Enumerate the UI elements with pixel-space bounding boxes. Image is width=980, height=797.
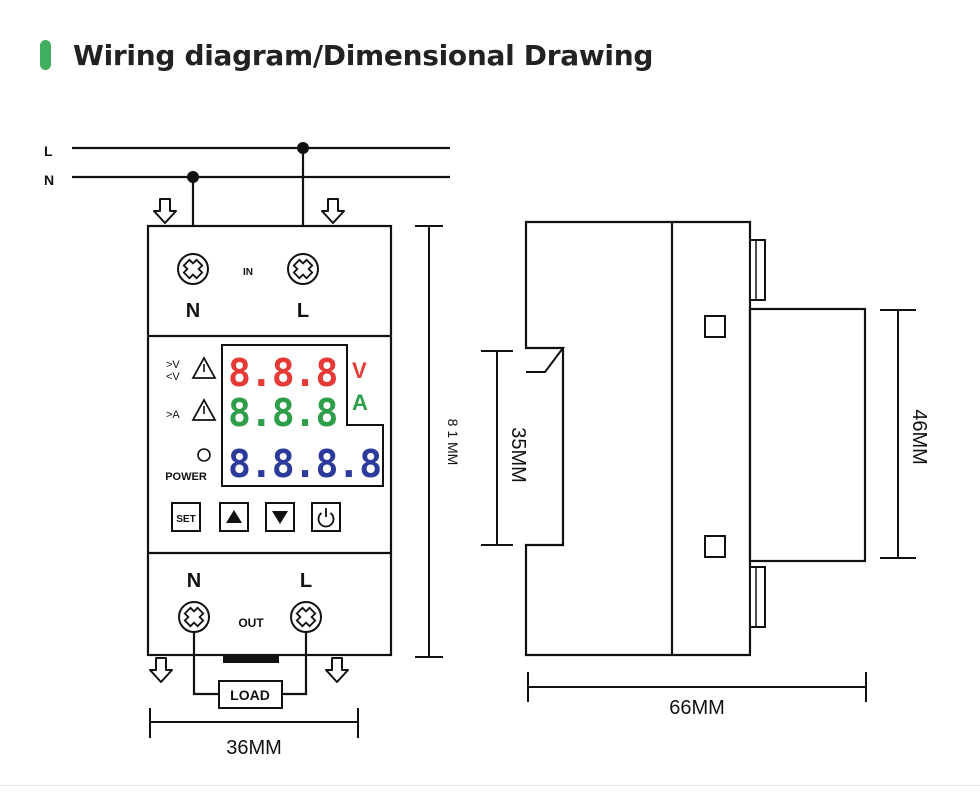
- rail-hook: [526, 347, 565, 373]
- over-current-label: >A: [166, 409, 180, 421]
- width-dim-label: 36MM: [226, 737, 282, 759]
- load-wire-neutral: [192, 632, 219, 696]
- current-digits: 8.8.8: [228, 391, 337, 435]
- front-height-dim-label: 46MM: [908, 409, 930, 465]
- header-accent-bar: [40, 40, 51, 70]
- top-latch: [749, 239, 766, 301]
- bottom-divider: [0, 785, 980, 786]
- output-l-label: L: [300, 570, 312, 592]
- input-n-label: N: [186, 300, 200, 322]
- power-led-icon: [197, 448, 211, 462]
- input-l-label: L: [297, 300, 309, 322]
- down-arrow-icon: [272, 511, 288, 524]
- power-digits: 8.8.8.8: [228, 442, 381, 486]
- bottom-latch: [749, 566, 766, 628]
- output-n-label: N: [187, 570, 201, 592]
- set-button[interactable]: SET: [171, 502, 201, 532]
- output-arrow-right-icon: [325, 657, 349, 683]
- input-in-label: IN: [243, 267, 253, 278]
- neutral-line-label: N: [44, 172, 54, 188]
- power-button[interactable]: [311, 502, 341, 532]
- output-out-label: OUT: [238, 616, 264, 630]
- input-l-screw-icon: [287, 253, 319, 285]
- power-icon: [317, 512, 335, 528]
- side-view-outline: [524, 220, 752, 657]
- set-button-label: SET: [176, 514, 195, 525]
- rail-dim-label: 35MM: [507, 427, 529, 483]
- output-l-screw-icon: [290, 601, 322, 633]
- front-face: [748, 307, 867, 563]
- section-title: Wiring diagram/Dimensional Drawing: [73, 38, 654, 72]
- depth-dim-label: 66MM: [669, 697, 725, 719]
- output-n-screw-icon: [178, 601, 210, 633]
- output-arrow-left-icon: [149, 657, 173, 683]
- power-label: POWER: [165, 471, 207, 483]
- load-label: LOAD: [230, 687, 270, 703]
- live-line-label: L: [44, 143, 53, 159]
- lower-vent: [704, 535, 726, 558]
- over-voltage-label: >V: [166, 359, 180, 371]
- din-clip: [223, 655, 279, 663]
- input-arrow-right-icon: [321, 198, 345, 224]
- current-unit: A: [352, 390, 368, 415]
- height-dim-label: 8 1 MM: [445, 419, 461, 466]
- input-n-screw-icon: [177, 253, 209, 285]
- load-box: [218, 680, 283, 709]
- upper-vent: [704, 315, 726, 338]
- up-arrow-icon: [226, 510, 242, 523]
- under-voltage-label: <V: [166, 371, 180, 383]
- voltage-unit: V: [352, 358, 367, 383]
- down-button[interactable]: [265, 502, 295, 532]
- load-wire-live: [282, 632, 308, 696]
- display-frame: [221, 344, 384, 487]
- voltage-digits: 8.8.8: [228, 351, 337, 395]
- up-button[interactable]: [219, 502, 249, 532]
- section-header: Wiring diagram/Dimensional Drawing: [40, 30, 653, 80]
- input-arrow-left-icon: [153, 198, 177, 224]
